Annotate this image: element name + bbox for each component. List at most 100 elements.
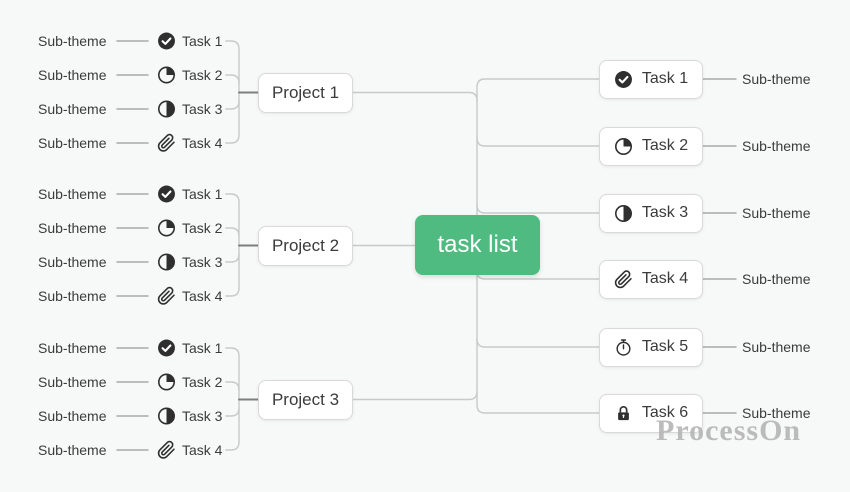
- subtheme-node[interactable]: Sub-theme: [38, 220, 107, 236]
- task-node[interactable]: Task 4: [182, 288, 223, 304]
- task-node[interactable]: Task 2: [182, 374, 223, 390]
- processon-watermark: ProcessOn: [656, 414, 802, 447]
- connector: [352, 390, 478, 401]
- task-icon-wrap: [157, 100, 176, 119]
- task-node[interactable]: Task 1: [182, 33, 223, 49]
- subtheme-node[interactable]: Sub-theme: [38, 340, 107, 356]
- task-node-label: Task 2: [641, 137, 689, 154]
- task-node[interactable]: Task 1: [599, 59, 703, 99]
- connector: [225, 100, 240, 110]
- task-node-label: Task 1: [641, 70, 689, 87]
- connector: [476, 137, 600, 147]
- subtheme-node[interactable]: Sub-theme: [38, 374, 107, 390]
- task-icon-wrap: [157, 32, 176, 51]
- task-node[interactable]: Task 2: [599, 126, 703, 166]
- task-icon-wrap: [157, 133, 176, 153]
- task-node[interactable]: Task 3: [182, 254, 223, 270]
- subtheme-node[interactable]: Sub-theme: [38, 33, 107, 49]
- subtheme-node[interactable]: Sub-theme: [38, 186, 107, 202]
- connector: [225, 253, 240, 263]
- connector: [225, 193, 240, 203]
- subtheme-node[interactable]: Sub-theme: [742, 138, 811, 154]
- task-icon-wrap: [157, 185, 176, 204]
- progress-25-icon: [158, 219, 175, 237]
- connector: [225, 40, 240, 50]
- lock-icon: [617, 405, 629, 420]
- task-node[interactable]: Task 4: [599, 259, 703, 299]
- task-icon-wrap: [614, 269, 633, 289]
- task-node[interactable]: Task 1: [182, 186, 223, 202]
- connector: [225, 407, 240, 417]
- task-icon-wrap: [614, 70, 633, 89]
- paperclip-icon: [157, 286, 175, 305]
- progress-50-icon: [614, 204, 632, 222]
- progress-25-icon: [614, 137, 632, 155]
- task-icon-wrap: [157, 253, 176, 272]
- task-node[interactable]: Task 4: [182, 135, 223, 151]
- subtheme-node[interactable]: Sub-theme: [742, 71, 811, 87]
- task-node-label: Task 3: [641, 204, 689, 221]
- progress-done-icon: [614, 70, 632, 88]
- subtheme-node[interactable]: Sub-theme: [38, 442, 107, 458]
- project-node-label: Project 2: [271, 235, 340, 255]
- task-icon-wrap: [157, 66, 176, 85]
- task-node[interactable]: Task 1: [182, 340, 223, 356]
- task-icon-wrap: [614, 137, 633, 156]
- task-node[interactable]: Task 5: [599, 327, 703, 367]
- connector: [352, 91, 478, 102]
- subtheme-node[interactable]: Sub-theme: [38, 101, 107, 117]
- stopwatch-icon: [616, 338, 631, 356]
- connector: [225, 287, 240, 297]
- project-node[interactable]: Project 1: [258, 72, 353, 113]
- progress-done-icon: [158, 32, 175, 50]
- paperclip-icon: [157, 133, 175, 152]
- progress-25-icon: [158, 373, 175, 391]
- subtheme-node[interactable]: Sub-theme: [38, 408, 107, 424]
- center-topic-node[interactable]: task list: [415, 215, 540, 275]
- progress-50-icon: [158, 100, 175, 118]
- task-node[interactable]: Task 2: [182, 67, 223, 83]
- task-icon-wrap: [614, 404, 633, 423]
- project-node[interactable]: Project 2: [258, 225, 353, 266]
- connector: [225, 347, 240, 357]
- connector: [476, 338, 600, 348]
- task-node[interactable]: Task 3: [182, 101, 223, 117]
- task-node[interactable]: Task 3: [182, 408, 223, 424]
- subtheme-node[interactable]: Sub-theme: [742, 205, 811, 221]
- connector: [476, 204, 600, 214]
- progress-25-icon: [158, 66, 175, 84]
- task-node[interactable]: Task 2: [182, 220, 223, 236]
- task-icon-wrap: [157, 286, 176, 306]
- subtheme-node[interactable]: Sub-theme: [742, 271, 811, 287]
- subtheme-node[interactable]: Sub-theme: [38, 135, 107, 151]
- connector: [225, 441, 240, 451]
- connector: [225, 381, 240, 391]
- subtheme-node[interactable]: Sub-theme: [38, 288, 107, 304]
- subtheme-node[interactable]: Sub-theme: [38, 254, 107, 270]
- progress-50-icon: [158, 407, 175, 425]
- task-icon-wrap: [614, 204, 633, 223]
- connector: [476, 274, 600, 414]
- progress-50-icon: [158, 253, 175, 271]
- paperclip-icon: [614, 269, 632, 288]
- task-node-label: Task 6: [641, 404, 689, 421]
- progress-done-icon: [158, 339, 175, 357]
- project-node-label: Project 1: [271, 82, 340, 102]
- task-icon-wrap: [157, 440, 176, 460]
- project-node-label: Project 3: [271, 389, 340, 409]
- center-topic-label: task list: [437, 231, 518, 258]
- task-icon-wrap: [614, 338, 633, 357]
- task-node-label: Task 4: [641, 270, 689, 287]
- paperclip-icon: [157, 440, 175, 459]
- connector: [225, 227, 240, 237]
- subtheme-node[interactable]: Sub-theme: [742, 339, 811, 355]
- subtheme-node[interactable]: Sub-theme: [742, 405, 811, 421]
- project-node[interactable]: Project 3: [258, 379, 353, 420]
- task-node[interactable]: Task 4: [182, 442, 223, 458]
- task-node[interactable]: Task 3: [599, 193, 703, 233]
- task-icon-wrap: [157, 339, 176, 358]
- subtheme-node[interactable]: Sub-theme: [38, 67, 107, 83]
- task-node[interactable]: Task 6: [599, 393, 703, 433]
